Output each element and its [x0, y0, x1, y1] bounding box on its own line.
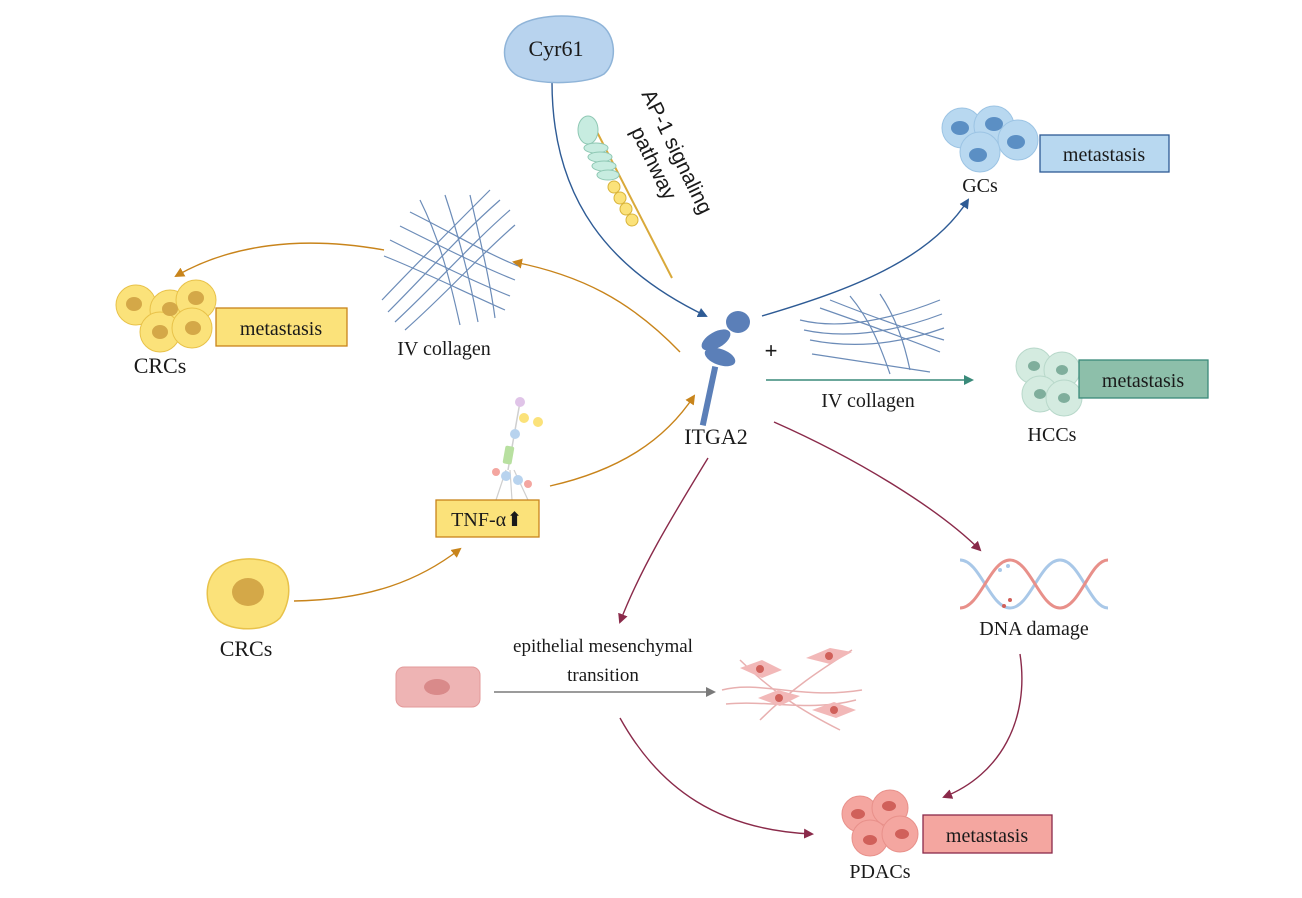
arrow-emt-to-pdacs	[619, 717, 814, 839]
hccs-node: metastasis HCCs	[1015, 347, 1209, 446]
gcs-cells-icon	[941, 105, 1039, 173]
dna-node: DNA damage	[959, 558, 1109, 640]
cyr61-node: Cyr61	[503, 15, 615, 84]
pdacs-badge-text: metastasis	[946, 825, 1028, 847]
hccs-badge-text: metastasis	[1102, 370, 1184, 392]
arrows	[174, 81, 1023, 839]
crcs-top-badge	[215, 307, 348, 347]
plus-sign: +	[765, 338, 778, 363]
gcs-label: GCs	[962, 175, 998, 197]
itga2-node: ITGA2	[684, 311, 750, 449]
collagen-left-label: IV collagen	[397, 338, 491, 360]
emt-node: epithelial mesenchymal transition	[395, 636, 863, 731]
crcs-top-cells-icon	[115, 279, 217, 353]
collagen-fiber-icon	[381, 189, 519, 331]
tnf-node: TNF-α⬆	[435, 397, 543, 538]
pdacs-badge	[922, 814, 1053, 854]
cyr61-blob-icon	[503, 15, 615, 84]
arrow-itga2-to-collagen	[512, 258, 681, 353]
emt-label-line2: transition	[567, 665, 639, 686]
collagen-right-node: + IV collagen	[765, 293, 945, 412]
gcs-node: metastasis GCs	[941, 105, 1170, 197]
pdacs-label: PDACs	[849, 861, 910, 883]
arrow-tnf-to-itga2	[549, 394, 696, 487]
crcs-top-badge-text: metastasis	[240, 318, 322, 340]
arrow-dna-to-pdacs	[942, 653, 1023, 799]
hccs-badge	[1078, 359, 1209, 399]
hccs-cells-icon	[1015, 347, 1083, 417]
gcs-badge-text: metastasis	[1063, 144, 1145, 166]
collagen-right-label: IV collagen	[821, 390, 915, 412]
arrow-crcs-to-tnf	[293, 547, 462, 602]
receptor-ligand-icon	[577, 115, 673, 279]
dna-label: DNA damage	[979, 618, 1089, 640]
tnf-label: TNF-α⬆	[451, 509, 523, 531]
arrow-itga2-to-emt	[618, 457, 709, 624]
pdacs-cells-icon	[841, 789, 919, 857]
mesenchymal-cells-icon	[721, 648, 863, 731]
arrow-itga2-to-dna	[773, 421, 982, 552]
crcs-top-label: CRCs	[134, 353, 187, 378]
collagen-left-node: IV collagen	[381, 189, 519, 360]
crcs-bottom-label: CRCs	[220, 636, 273, 661]
crcs-top-node: metastasis CRCs	[115, 279, 348, 378]
pdacs-node: metastasis PDACs	[841, 789, 1053, 883]
cyr61-label: Cyr61	[529, 36, 584, 61]
tnf-badge	[435, 499, 540, 538]
emt-label-line1: epithelial mesenchymal	[513, 636, 693, 657]
arrow-itga2-to-gcs	[761, 198, 970, 317]
hccs-label: HCCs	[1028, 424, 1077, 446]
crcs-bottom-node: CRCs	[206, 558, 290, 661]
collagen-right-fiber-icon	[799, 293, 945, 375]
tnf-molecule-icon	[492, 397, 543, 501]
integrin-icon	[699, 311, 750, 426]
arrow-cyr61-to-itga2	[551, 81, 708, 318]
itga2-label: ITGA2	[684, 424, 748, 449]
arrow-collagen-to-crcs	[174, 242, 385, 277]
dna-helix-icon	[959, 558, 1109, 610]
gcs-badge	[1039, 134, 1170, 173]
